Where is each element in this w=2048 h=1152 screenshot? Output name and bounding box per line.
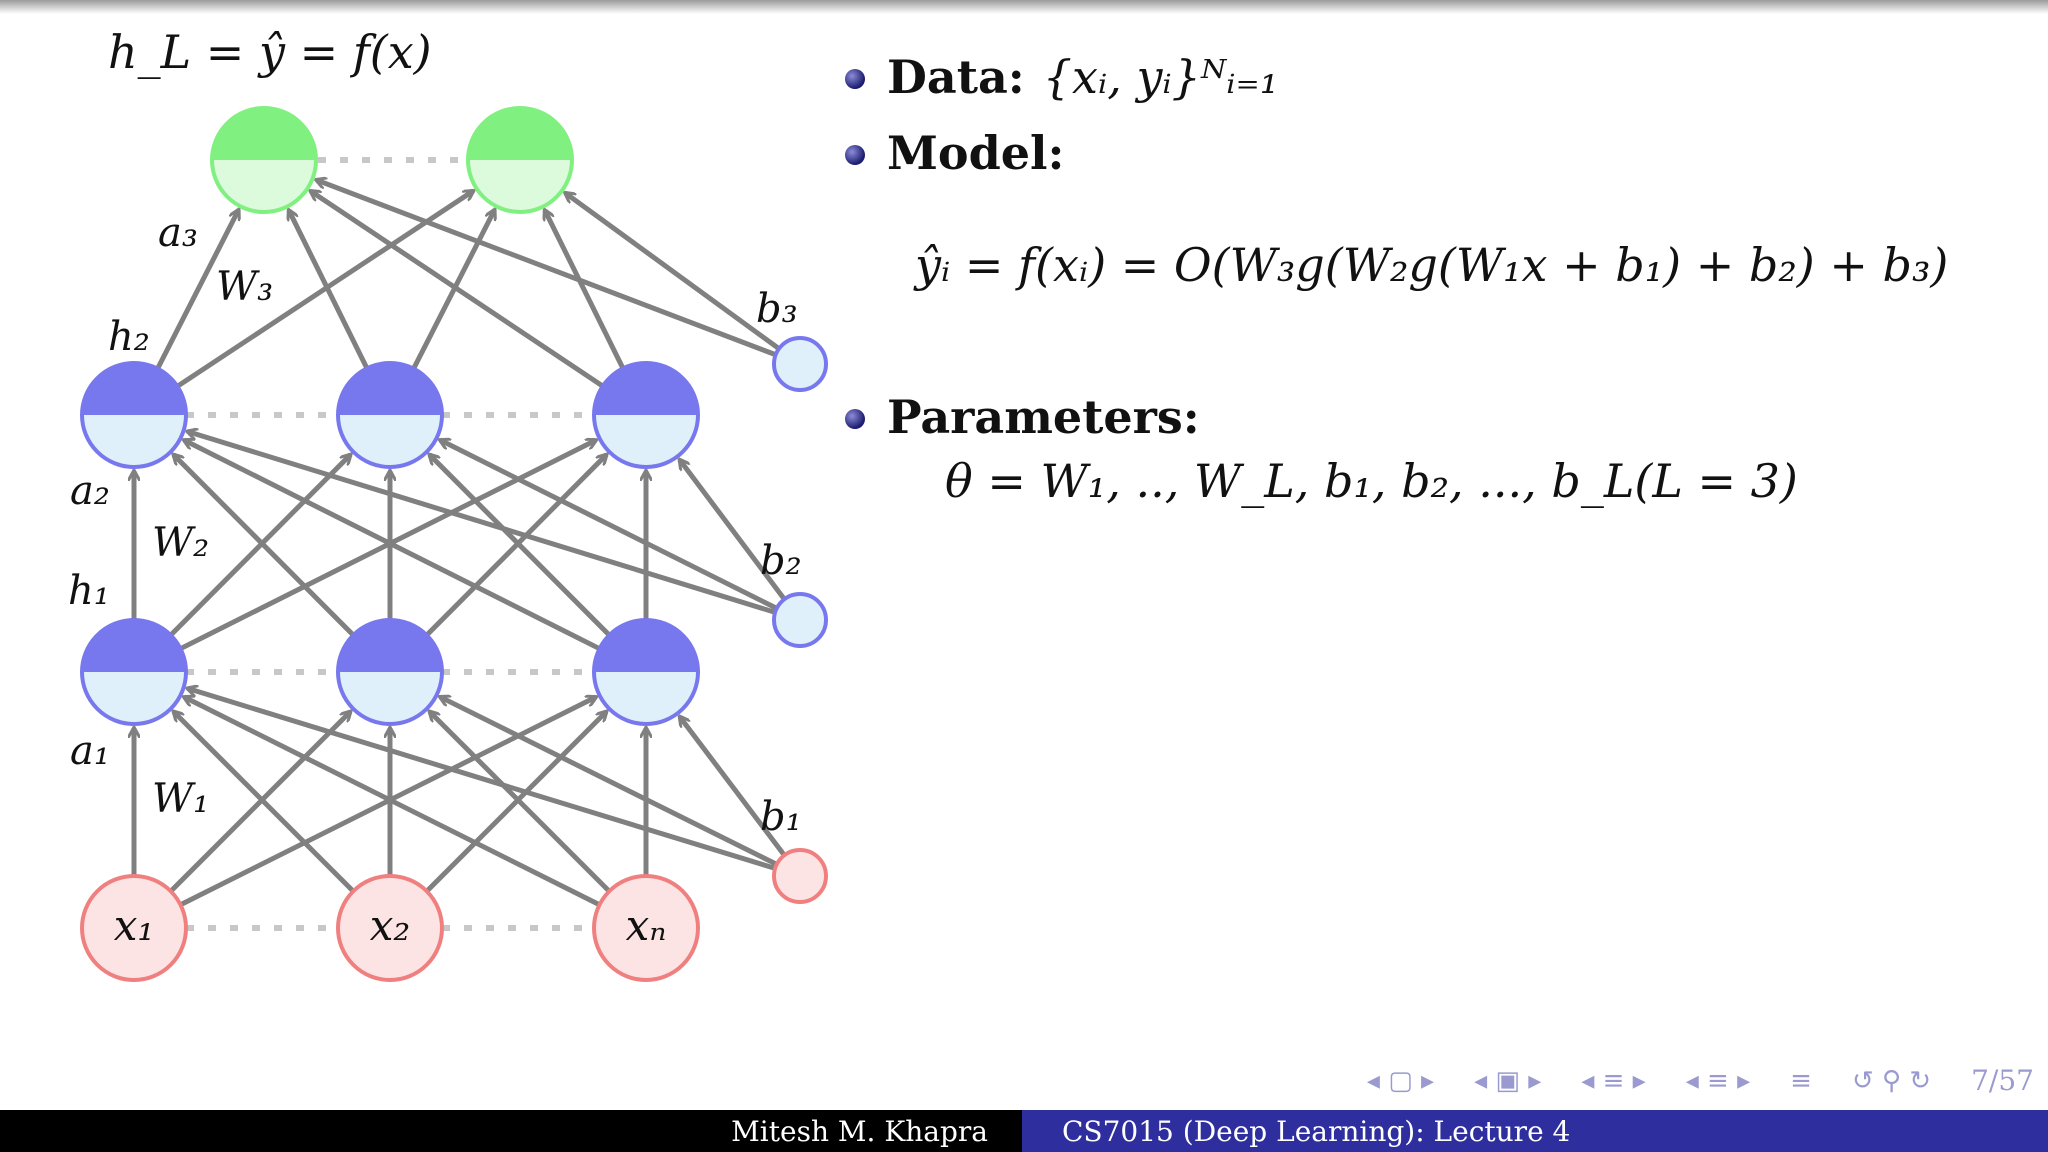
nav-align-icon[interactable]: ≡ (1790, 1065, 1812, 1096)
edge-b3-out0 (316, 180, 777, 358)
b1-label: b₁ (760, 794, 802, 840)
edge-h22-out0 (311, 191, 605, 389)
a2-label: a₂ (70, 468, 110, 514)
x1-label: x₁ (114, 901, 155, 950)
x2-label: x₂ (370, 901, 411, 950)
bias-node-b3 (772, 336, 828, 392)
input-neuron (336, 874, 444, 982)
edge-h11-h20 (174, 455, 356, 637)
network-nodes (80, 106, 828, 982)
edge-b1-h12 (680, 717, 787, 857)
output-neuron (466, 106, 574, 214)
output-equation-label: h_L = ŷ = f(x) (108, 25, 432, 79)
edge-h20-out0 (155, 210, 239, 370)
layer-dotted-lines (186, 157, 594, 931)
model-heading: Model: (887, 126, 1065, 180)
h1-label: h₁ (68, 568, 110, 614)
a1-label: a₁ (70, 728, 110, 774)
hidden1-neuron (80, 618, 188, 726)
nav-subsection-icon[interactable]: ◂ ▣ ▸ (1474, 1065, 1542, 1096)
beamer-navigation: ◂ ▢ ▸ ◂ ▣ ▸ ◂ ≡ ▸ ◂ ≡ ▸ ≡ ↺ ⚲ ↻ 7/57 (1367, 1064, 2034, 1097)
bullet-data: Data: {xᵢ, yᵢ}ᴺᵢ₌₁ (845, 50, 1278, 104)
xn-label: xₙ (626, 901, 667, 950)
h2-label: h₂ (108, 314, 150, 360)
bullet-dot-icon (845, 145, 865, 165)
model-equation: ŷᵢ = f(xᵢ) = O(W₃g(W₂g(W₁x + b₁) + b₂) +… (915, 238, 1949, 292)
input-neuron (592, 874, 700, 982)
edge-b1-h11 (440, 697, 778, 867)
nav-search-icon[interactable]: ↺ ⚲ ↻ (1851, 1065, 1932, 1096)
edge-x2-h11 (430, 712, 611, 893)
nav-section-icon[interactable]: ◂ ≡ ▸ (1581, 1065, 1646, 1096)
edge-b3-out1 (565, 193, 781, 351)
hidden1-neuron (592, 618, 700, 726)
W3-label: W₃ (216, 264, 273, 310)
slide-top-bar (0, 0, 2048, 14)
nav-frame-icon[interactable]: ◂ ▢ ▸ (1366, 1065, 1435, 1096)
a3-label: a₃ (158, 210, 198, 256)
bullet-dot-icon (845, 409, 865, 429)
bias-node-b2 (772, 592, 828, 648)
hidden1-neuron (336, 618, 444, 726)
edge-x2-h10 (184, 697, 601, 907)
hidden2-neuron (80, 361, 188, 469)
data-heading: Data: (887, 50, 1025, 104)
edge-h22-out1 (545, 210, 626, 370)
data-value: {xᵢ, yᵢ}ᴺᵢ₌₁ (1042, 50, 1279, 104)
edge-b2-h21 (440, 440, 778, 611)
footer-course: CS7015 (Deep Learning): Lecture 4 (1022, 1110, 2048, 1152)
neural-network-diagram: h_L = ŷ = f(x) a₃ W₃ h₂ a₂ W₂ h₁ a₁ W₁ b… (68, 25, 828, 982)
input-neuron (80, 874, 188, 982)
page-number: 7/57 (1971, 1064, 2034, 1097)
output-neuron (210, 106, 318, 214)
network-edges (134, 180, 787, 907)
parameters-equation: θ = W₁, .., W_L, b₁, b₂, ..., b_L(L = 3) (945, 454, 1798, 508)
b2-label: b₂ (760, 538, 802, 584)
edge-b2-h20 (188, 431, 776, 615)
b3-label: b₃ (756, 286, 798, 332)
edge-x1-h10 (174, 712, 355, 893)
bullet-model: Model: (845, 126, 1065, 180)
slide-footer: Mitesh M. Khapra CS7015 (Deep Learning):… (0, 1110, 2048, 1152)
nav-document-icon[interactable]: ◂ ≡ ▸ (1685, 1065, 1751, 1096)
edge-h21-out0 (289, 210, 370, 370)
edge-h12-h20 (184, 440, 601, 651)
parameters-heading: Parameters: (887, 390, 1200, 444)
W1-label: W₁ (152, 776, 209, 822)
hidden2-neuron (592, 361, 700, 469)
bias-node-b1 (772, 848, 828, 904)
bullet-parameters: Parameters: (845, 390, 1200, 444)
hidden2-neuron (336, 361, 444, 469)
W2-label: W₂ (152, 520, 209, 566)
footer-author: Mitesh M. Khapra (0, 1110, 1022, 1152)
edge-h12-h21 (430, 455, 612, 637)
edge-b1-h10 (188, 688, 776, 871)
edge-b2-h22 (680, 460, 787, 601)
bullet-dot-icon (845, 69, 865, 89)
